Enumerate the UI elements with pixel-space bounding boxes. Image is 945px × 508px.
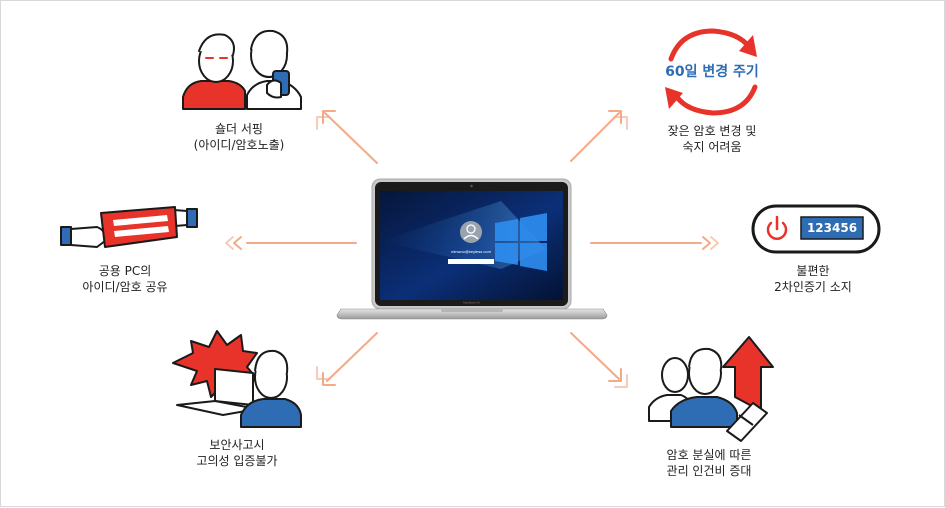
rotation-cycle-label: 60일 변경 주기 — [665, 64, 759, 80]
otp-token-icon — [751, 204, 881, 254]
label-line: 암호 분실에 따른 — [666, 448, 752, 462]
power-icon — [766, 215, 788, 240]
label-shoulder-surfing: 숄더 서핑 (아이디/암호노출) — [194, 121, 285, 153]
arrow-to-otp-token — [590, 236, 719, 250]
label-line: 숄더 서핑 — [215, 122, 263, 136]
label-line: 고의성 입증불가 — [196, 454, 278, 468]
label-line: 2차인증기 소지 — [774, 280, 852, 294]
management-cost-icon — [648, 336, 774, 442]
label-shared-pc: 공용 PC의 아이디/암호 공유 — [82, 263, 167, 295]
label-line: (아이디/암호노출) — [193, 138, 285, 152]
arrow-to-management-cost — [570, 332, 628, 388]
label-line: 잦은 암호 변경 및 — [667, 124, 757, 138]
label-password-rotation: 잦은 암호 변경 및 숙지 어려움 — [668, 123, 757, 155]
label-line: 공용 PC의 — [98, 264, 152, 278]
security-incident-icon — [172, 330, 302, 428]
label-otp-token: 불편한 2차인증기 소지 — [774, 263, 852, 295]
windows-logo-icon — [495, 213, 547, 271]
label-line: 불편한 — [796, 264, 830, 278]
arrow-to-shared-pc — [225, 236, 357, 250]
rotation-arrows-icon — [665, 28, 758, 116]
label-line: 숙지 어려움 — [682, 140, 742, 154]
label-security-incident: 보안사고시 고의성 입증불가 — [196, 437, 277, 469]
login-username: minwoo@keyless.com — [451, 249, 492, 254]
label-line: 보안사고시 — [209, 438, 265, 452]
label-management-cost: 암호 분실에 따른 관리 인건비 증대 — [667, 447, 752, 479]
laptop-illustration: minwoo@keyless.com MacBook Air — [336, 178, 608, 320]
arrow-to-password-rotation — [570, 110, 628, 162]
otp-code: 123456 — [806, 221, 858, 235]
label-line: 아이디/암호 공유 — [82, 280, 168, 294]
arrow-to-security-incident — [316, 332, 378, 386]
shared-card-icon — [60, 206, 198, 248]
label-line: 관리 인건비 증대 — [666, 464, 752, 478]
laptop-brand: MacBook Air — [463, 301, 480, 305]
password-field — [448, 259, 494, 264]
shoulder-surfing-icon — [182, 29, 302, 110]
arrow-to-shoulder-surfing — [316, 110, 378, 164]
user-avatar-icon — [460, 221, 482, 243]
